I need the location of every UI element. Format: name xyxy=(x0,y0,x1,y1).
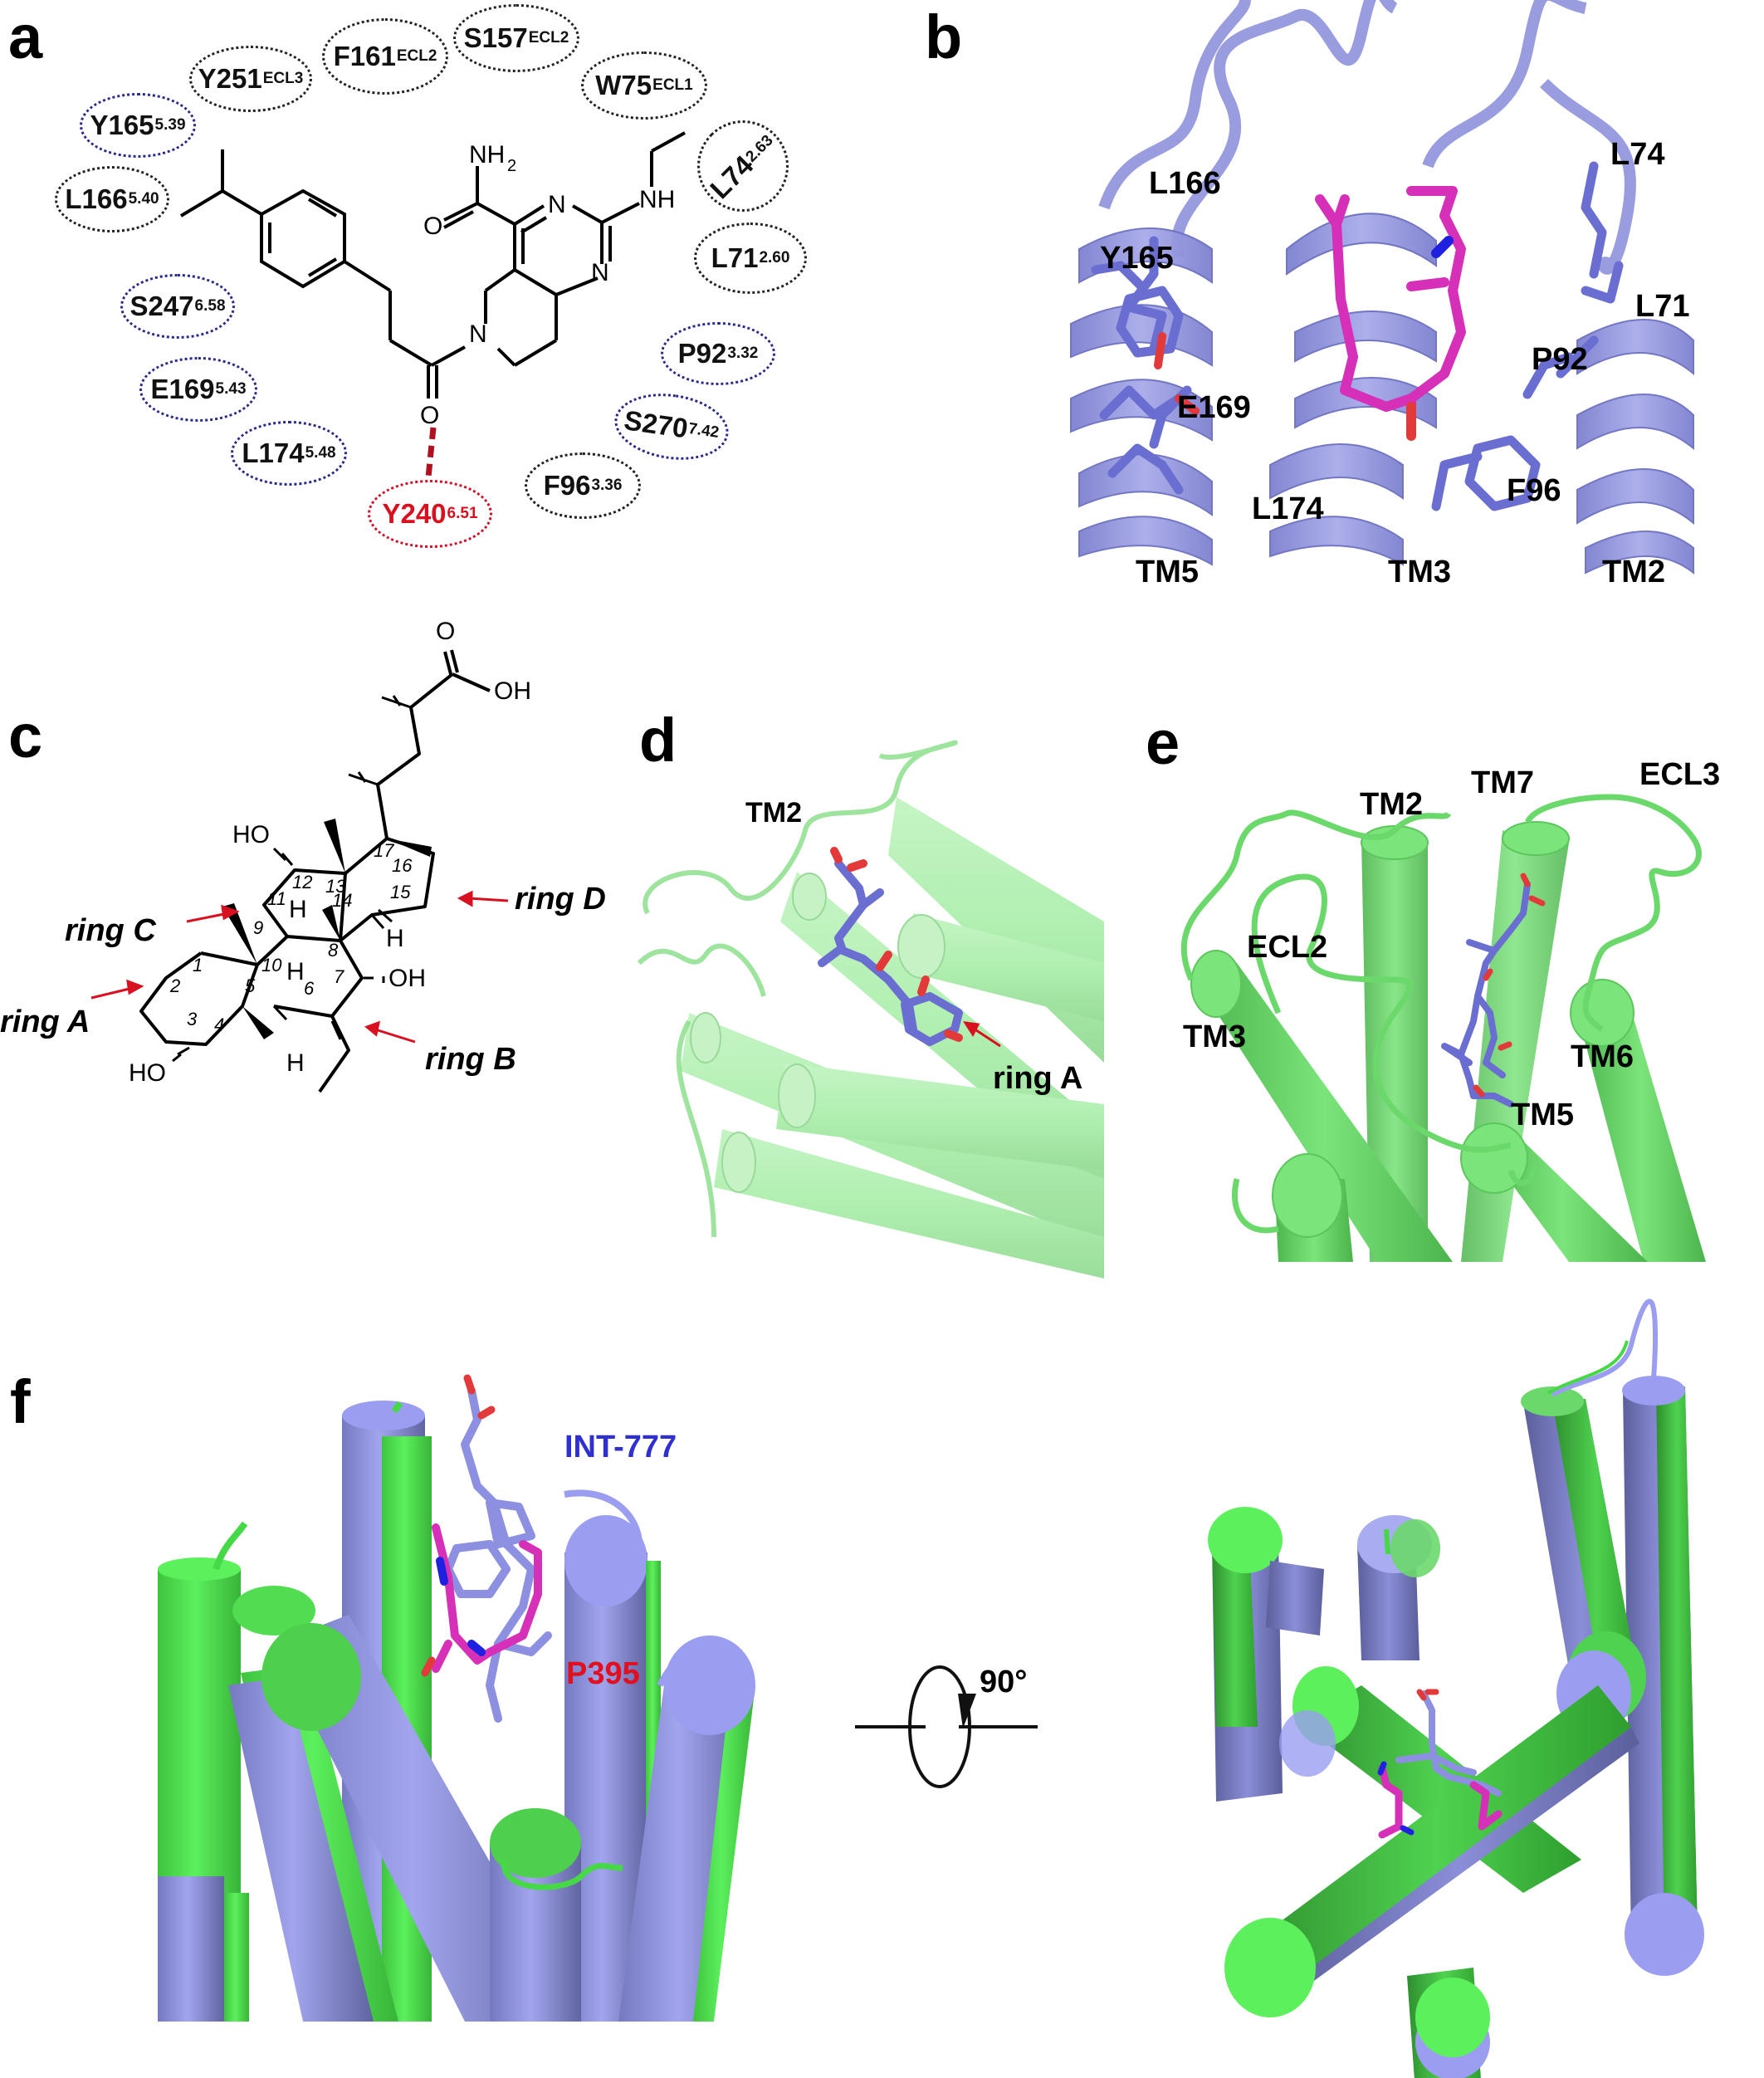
label-tm2: TM2 xyxy=(1602,555,1665,589)
svg-text:7: 7 xyxy=(334,966,344,987)
panel-b: b xyxy=(913,0,1764,598)
protein-cartoon-b xyxy=(1070,0,1694,575)
svg-text:H: H xyxy=(386,925,404,952)
label-ring-b: ring B xyxy=(425,1042,516,1077)
label-ring-c: ring C xyxy=(65,913,156,948)
panel-letter-a: a xyxy=(8,2,43,71)
superposition-side-view xyxy=(158,1374,755,2022)
svg-text:4: 4 xyxy=(214,1015,224,1035)
label-f96: F96 xyxy=(1507,473,1561,508)
panel-letter-c: c xyxy=(8,702,43,770)
svg-text:OH: OH xyxy=(388,965,426,992)
label-tm7-e: TM7 xyxy=(1471,765,1534,800)
svg-text:17: 17 xyxy=(374,840,394,861)
rotation-90-icon xyxy=(855,1665,1038,1788)
svg-text:14: 14 xyxy=(332,890,352,911)
atom-nh2: NH xyxy=(469,141,505,169)
svg-text:16: 16 xyxy=(392,855,413,876)
svg-text:1: 1 xyxy=(193,955,203,975)
panel-f: f xyxy=(0,1295,1764,2078)
label-l174: L174 xyxy=(1252,491,1324,526)
svg-text:8: 8 xyxy=(328,940,339,961)
svg-text:H: H xyxy=(286,1049,305,1077)
label-tm6-e: TM6 xyxy=(1571,1039,1634,1074)
svg-text:H: H xyxy=(289,896,307,923)
svg-text:2: 2 xyxy=(169,975,180,996)
label-tm2-e: TM2 xyxy=(1360,787,1423,822)
atom-n2: N xyxy=(591,259,609,286)
svg-text:HO: HO xyxy=(232,821,270,848)
svg-text:5: 5 xyxy=(245,975,256,996)
ligand-structure-a: O NH 2 O N N NH N xyxy=(179,131,686,478)
label-ring-a: ring A xyxy=(0,1005,90,1039)
svg-text:3: 3 xyxy=(187,1009,198,1029)
atom-nh: NH xyxy=(639,186,675,213)
superposition-top-view xyxy=(1208,1298,1704,2078)
protein-cartoon-e xyxy=(1180,794,1706,1262)
svg-text:2: 2 xyxy=(507,157,516,175)
label-ring-d: ring D xyxy=(515,882,606,917)
atom-n-ring: N xyxy=(469,320,487,348)
label-e169: E169 xyxy=(1177,390,1251,425)
svg-text:11: 11 xyxy=(267,888,286,909)
label-tm5-e: TM5 xyxy=(1511,1098,1574,1132)
panel-a: a xyxy=(0,0,880,598)
svg-text:OH: OH xyxy=(494,677,531,705)
label-ring-a-d: ring A xyxy=(993,1061,1083,1096)
label-ecl2-e: ECL2 xyxy=(1247,930,1328,965)
panel-letter-f: f xyxy=(10,1367,31,1436)
panel-c: c xyxy=(0,618,639,1279)
svg-text:12: 12 xyxy=(292,872,312,892)
label-p92: P92 xyxy=(1532,342,1588,377)
steroid-structure-c: O OH HO OH HO H H H H 1 2 3 4 5 6 7 8 9 … xyxy=(90,618,531,1093)
label-ecl3-e: ECL3 xyxy=(1639,757,1721,792)
panel-letter-e: e xyxy=(1146,708,1180,777)
svg-text:6: 6 xyxy=(304,978,315,999)
atom-o-amide: O xyxy=(423,213,442,240)
svg-text:13: 13 xyxy=(325,876,346,897)
panel-e: e xyxy=(1146,664,1764,1279)
panel-d: d xyxy=(637,664,1104,1279)
protein-cartoon-d xyxy=(637,740,1104,1279)
svg-text:10: 10 xyxy=(261,955,282,975)
label-l71: L71 xyxy=(1635,289,1690,324)
label-l74: L74 xyxy=(1610,137,1665,172)
svg-text:9: 9 xyxy=(253,917,263,938)
label-tm3-e: TM3 xyxy=(1183,1019,1246,1054)
label-rotation-90: 90° xyxy=(980,1665,1028,1699)
panel-letter-d: d xyxy=(639,706,677,775)
label-p395: P395 xyxy=(566,1656,640,1691)
svg-text:HO: HO xyxy=(129,1059,166,1087)
atom-o-carbonyl: O xyxy=(420,402,439,429)
label-l166: L166 xyxy=(1149,166,1221,201)
label-tm3: TM3 xyxy=(1388,555,1451,589)
label-tm5: TM5 xyxy=(1136,555,1199,589)
label-y165: Y165 xyxy=(1100,241,1174,276)
atom-n1: N xyxy=(548,191,566,218)
panel-letter-b: b xyxy=(925,2,963,71)
label-int-777: INT-777 xyxy=(564,1430,677,1464)
svg-text:O: O xyxy=(436,618,455,645)
label-tm2-d: TM2 xyxy=(745,797,802,829)
svg-text:H: H xyxy=(286,958,305,985)
svg-text:15: 15 xyxy=(390,882,411,902)
